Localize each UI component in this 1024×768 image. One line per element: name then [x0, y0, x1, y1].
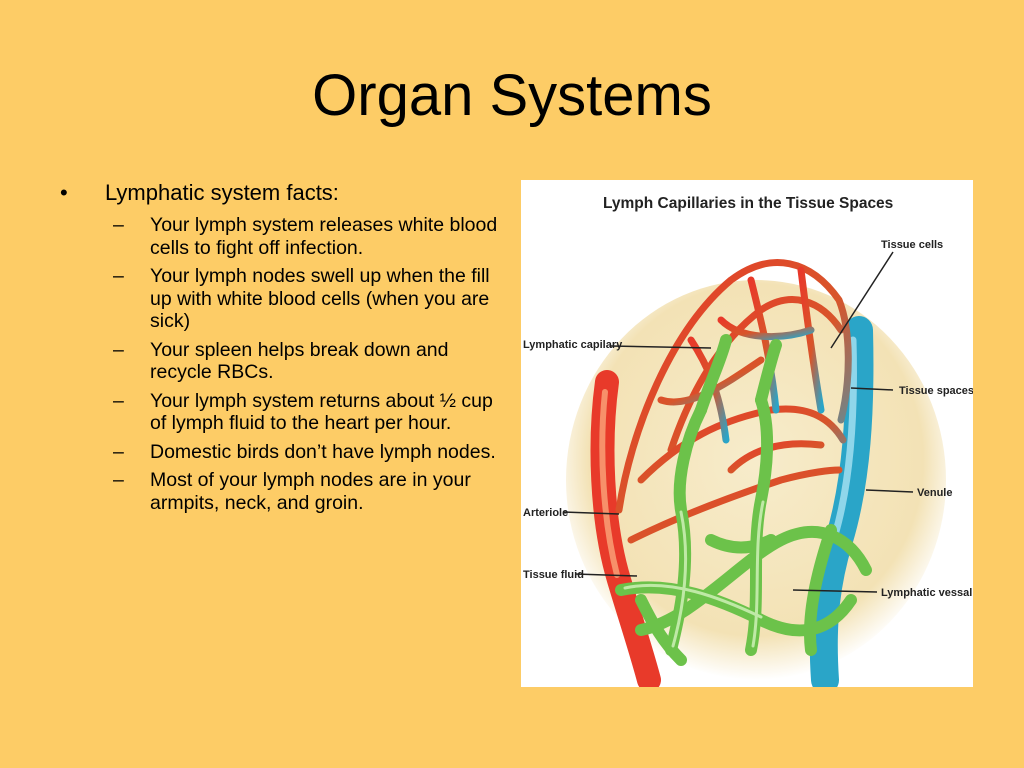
- sub-bullet-item: – Your lymph nodes swell up when the fil…: [55, 265, 500, 333]
- sub-bullet-text: Domestic birds don’t have lymph nodes.: [150, 440, 496, 463]
- bullet-text: Lymphatic system facts:: [105, 180, 339, 205]
- lymphatic-capillary-network: [615, 334, 872, 666]
- label-tissue-spaces: Tissue spaces: [899, 385, 973, 397]
- lymphatic-capillary-highlights: [623, 500, 765, 648]
- dash-icon: –: [113, 214, 124, 236]
- dash-icon: –: [113, 338, 124, 361]
- sub-bullet-text: Most of your lymph nodes are in your arm…: [150, 469, 471, 514]
- blood-capillary-network: [615, 259, 852, 544]
- dash-icon: –: [113, 469, 124, 491]
- sub-bullet-item: – Your lymph system returns about ½ cup …: [55, 390, 500, 435]
- arteriole-highlight: [599, 389, 620, 578]
- bullet-item: • Lymphatic system facts:: [55, 180, 500, 206]
- slide-title: Organ Systems: [312, 63, 712, 128]
- label-leader-lines: [562, 251, 914, 593]
- dash-icon: –: [113, 265, 124, 287]
- label-lymphatic-capillary: Lymphatic capilary: [523, 339, 623, 351]
- sub-bullet-list: – Your lymph system releases white blood…: [55, 214, 500, 514]
- sub-bullet-item: – Most of your lymph nodes are in your a…: [55, 469, 500, 514]
- sub-bullet-item: – Domestic birds don’t have lymph nodes.: [55, 441, 500, 464]
- lymph-capillaries-diagram: Lymph Capillaries in the Tissue Spaces: [521, 180, 973, 687]
- venule-highlight: [831, 336, 857, 539]
- label-arteriole: Arteriole: [523, 507, 568, 519]
- diagram-title: Lymph Capillaries in the Tissue Spaces: [603, 195, 893, 212]
- bullet-icon: •: [60, 180, 68, 205]
- sub-bullet-text: Your spleen helps break down and recycle…: [150, 338, 449, 384]
- label-tissue-cells: Tissue cells: [881, 239, 943, 251]
- label-venule: Venule: [917, 487, 952, 499]
- diagram-illustration: Lymph Capillaries in the Tissue Spaces: [523, 195, 973, 687]
- dash-icon: –: [113, 440, 124, 463]
- dash-icon: –: [113, 389, 124, 412]
- bullet-list: • Lymphatic system facts: – Your lymph s…: [55, 180, 500, 520]
- sub-bullet-text: Your lymph system releases white blood c…: [150, 214, 498, 259]
- label-lymphatic-vessel: Lymphatic vessal: [881, 587, 972, 599]
- sub-bullet-text: Your lymph system returns about ½ cup of…: [150, 389, 493, 435]
- sub-bullet-text: Your lymph nodes swell up when the fill …: [150, 265, 490, 332]
- sub-bullet-item: – Your lymph system releases white blood…: [55, 214, 500, 259]
- label-tissue-fluid: Tissue fluid: [523, 569, 584, 581]
- sub-bullet-item: – Your spleen helps break down and recyc…: [55, 339, 500, 384]
